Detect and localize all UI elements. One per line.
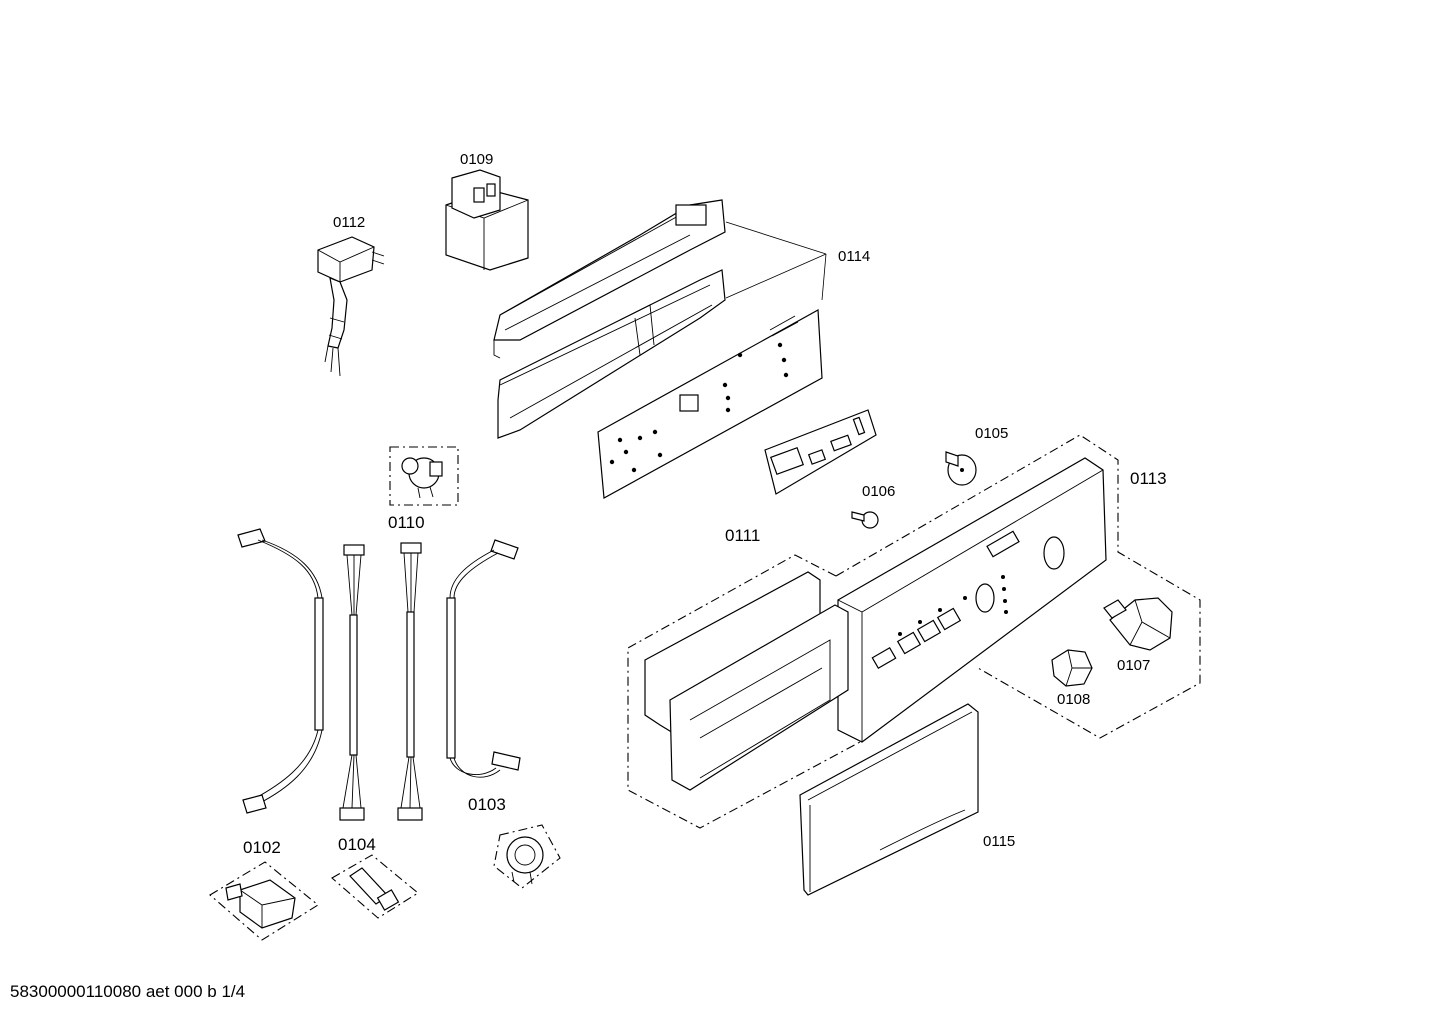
label-0113: 0113 [1130, 469, 1167, 488]
leader-0114 [725, 221, 827, 301]
label-0110: 0110 [388, 513, 425, 532]
part-0113-control-panel [627, 434, 1201, 829]
label-0104: 0104 [338, 835, 376, 854]
part-0107-knob [1103, 597, 1173, 651]
label-0111: 0111 [725, 526, 760, 545]
label-0109: 0109 [460, 151, 493, 168]
part-door-lock [209, 861, 319, 941]
part-0102-cable-harness [237, 528, 324, 814]
part-0108-knob [1051, 649, 1093, 687]
part-pressure-switch [493, 824, 561, 889]
label-0103: 0103 [468, 795, 506, 814]
part-0104-second-harness [397, 542, 423, 821]
part-0105-knob-spindle [945, 451, 977, 486]
label-0112: 0112 [333, 214, 365, 231]
label-0105: 0105 [975, 425, 1008, 442]
label-0102: 0102 [243, 838, 281, 857]
label-0107: 0107 [1117, 657, 1150, 674]
part-0104-cable-harness [339, 544, 365, 821]
part-drawer-frame [644, 571, 849, 791]
part-0109-filter [445, 169, 529, 271]
drawing-reference: 58300000110080 aet 000 b 1/4 [10, 982, 246, 1001]
part-0103-cable-harness [446, 539, 521, 778]
label-0114: 0114 [838, 248, 870, 265]
part-0106-button [851, 511, 879, 529]
label-0106: 0106 [862, 483, 895, 500]
label-0115: 0115 [983, 833, 1015, 850]
part-0112-power-cable [317, 236, 385, 377]
part-0114-control-module [493, 199, 823, 499]
part-sensor [331, 854, 419, 919]
part-0111-display-board [764, 409, 877, 495]
part-0110-selector [389, 446, 459, 506]
label-0108: 0108 [1057, 691, 1090, 708]
part-0115-drawer-handle [799, 703, 979, 896]
